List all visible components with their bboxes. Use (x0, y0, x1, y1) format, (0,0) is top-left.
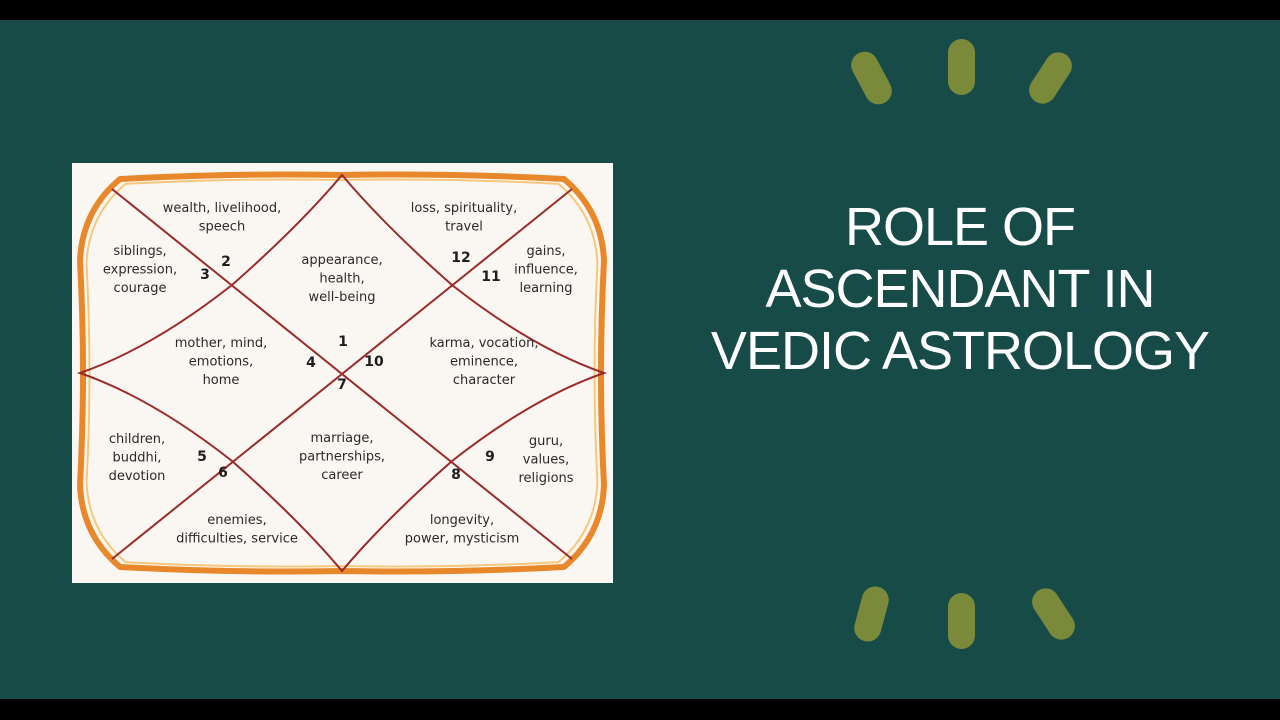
chart-inner-frame (85, 178, 599, 568)
house-11-label-line: gains, (527, 244, 566, 259)
house-10-label-line: karma, vocation, (429, 336, 538, 351)
kundli-chart-image: appearance, health, well-being 1 wealth, liv… (72, 163, 613, 583)
house-5-label-line: children, (109, 432, 165, 447)
house-6-label-line: enemies, (207, 513, 266, 528)
house-7-label: marriage, partnerships, career (299, 431, 385, 483)
decor-dash-bottom-center (948, 593, 975, 649)
chart-outer-frame (77, 171, 607, 575)
house-5-label-line: devotion (109, 469, 166, 484)
house-5-number: 5 (197, 449, 207, 465)
decor-dash-bottom-left (851, 583, 892, 645)
house-4-number: 4 (306, 355, 316, 371)
decor-dash-bottom-right (1026, 583, 1081, 645)
house-11-label-line: learning (519, 281, 572, 296)
house-9-number: 9 (485, 449, 495, 465)
title-line-3: VEDIC ASTROLOGY (710, 321, 1210, 381)
house-1-number: 1 (338, 334, 348, 350)
house-9-label-line: values, (523, 453, 569, 468)
house-12-label: loss, spirituality, travel (411, 201, 517, 235)
house-3-label-line: courage (114, 281, 167, 296)
house-7-number: 7 (337, 377, 347, 393)
house-8-number: 8 (451, 467, 461, 483)
decor-dash-top-center (948, 39, 975, 95)
house-8-label: longevity, power, mysticism (405, 513, 519, 547)
house-6-label-line: difficulties, service (176, 532, 298, 547)
kundli-chart: appearance, health, well-being 1 wealth, liv… (76, 171, 608, 575)
house-10-number: 10 (364, 354, 384, 370)
house-1-label-line: well-being (309, 290, 376, 305)
house-9-label-line: guru, (529, 434, 563, 449)
house-5-label-line: buddhi, (113, 451, 162, 466)
house-10-label: karma, vocation, eminence, character (429, 336, 538, 388)
title-line-1: ROLE OF (844, 197, 1076, 257)
house-11-number: 11 (481, 269, 500, 285)
house-2-number: 2 (221, 254, 231, 270)
house-11-label-line: influence, (514, 263, 578, 278)
house-2-label-line: speech (199, 220, 245, 235)
house-3-label: siblings, expression, courage (103, 244, 177, 296)
house-4-label-line: home (203, 373, 240, 388)
house-12-label-line: travel (445, 220, 483, 235)
house-8-label-line: longevity, (430, 513, 494, 528)
house-7-label-line: marriage, (310, 431, 373, 446)
decor-dash-top-left (846, 46, 897, 110)
house-3-label-line: expression, (103, 263, 177, 278)
house-2-label: wealth, livelihood, speech (163, 201, 281, 235)
house-10-label-line: eminence, (450, 355, 518, 370)
house-12-label-line: loss, spirituality, (411, 201, 517, 216)
house-12-number: 12 (451, 250, 470, 266)
house-9-label: guru, values, religions (518, 434, 573, 486)
title-line-2: ASCENDANT IN (765, 259, 1155, 319)
house-6-label: enemies, difficulties, service (176, 513, 298, 547)
house-4-label-line: mother, mind, (175, 336, 267, 351)
house-4-label: mother, mind, emotions, home (175, 336, 267, 388)
house-3-label-line: siblings, (113, 244, 166, 259)
house-8-label-line: power, mysticism (405, 532, 519, 547)
chart-diagonal-2 (111, 188, 573, 560)
house-7-label-line: career (321, 468, 363, 483)
house-1-label-line: appearance, (301, 253, 382, 268)
slide: appearance, health, well-being 1 wealth, liv… (0, 20, 1280, 699)
slide-title: ROLE OF ASCENDANT IN VEDIC ASTROLOGY (660, 196, 1260, 382)
house-11-label: gains, influence, learning (514, 244, 578, 296)
decor-dash-top-right (1023, 47, 1078, 109)
house-1-label-line: health, (319, 272, 364, 287)
house-9-label-line: religions (518, 471, 573, 486)
house-1-label: appearance, health, well-being (301, 253, 382, 305)
house-7-label-line: partnerships, (299, 450, 385, 465)
house-3-number: 3 (200, 267, 210, 283)
house-5-label: children, buddhi, devotion (109, 432, 166, 484)
house-4-label-line: emotions, (189, 355, 253, 370)
house-6-number: 6 (218, 465, 228, 481)
house-2-label-line: wealth, livelihood, (163, 201, 281, 216)
chart-inner-diamond (76, 173, 608, 573)
house-10-label-line: character (453, 373, 516, 388)
